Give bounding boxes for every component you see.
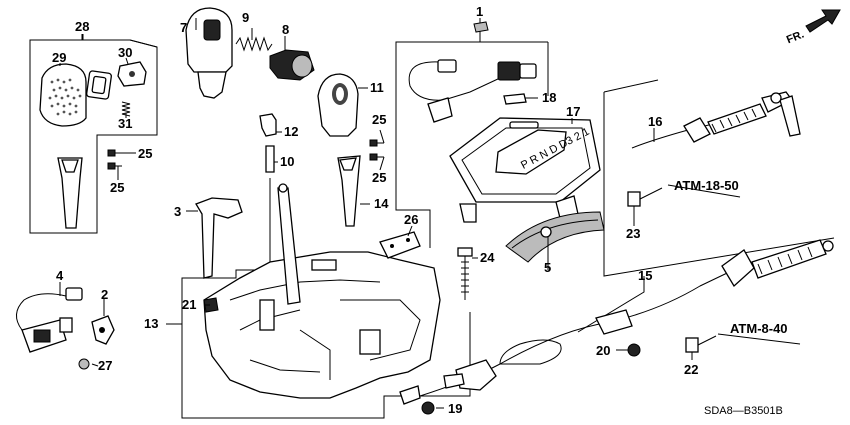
part-label-31: 31: [118, 116, 132, 131]
part-label-19: 19: [448, 401, 462, 416]
part-label-25-a: 25: [372, 112, 386, 127]
part-label-23: 23: [626, 226, 640, 241]
nut-19: [421, 401, 435, 415]
part-label-5: 5: [544, 260, 551, 275]
knob-lower-14: [337, 155, 361, 227]
part-label-28: 28: [75, 19, 89, 34]
bracket-3: [195, 197, 243, 279]
part-labels: 1 2 3 4 5 7 8 9 10 11 12 13 14 15 16 17 …: [52, 4, 698, 416]
screw-a: [369, 139, 384, 147]
knob-spring: [121, 101, 131, 117]
part-label-18: 18: [542, 90, 556, 105]
bolt-24: [457, 247, 473, 300]
shift-knob-body: [57, 157, 83, 229]
reference-atm-8-40: ATM-8-40: [730, 321, 788, 336]
shift-knob-textured: [39, 63, 87, 127]
part-label-22: 22: [684, 362, 698, 377]
part-label-20: 20: [596, 343, 610, 358]
knob-bezel: [86, 70, 112, 100]
screw-kit-b: [107, 162, 122, 170]
leader-lines: [59, 18, 801, 409]
part-label-13: 13: [144, 316, 158, 331]
clip-27: [78, 358, 90, 370]
nut-20: [627, 343, 641, 357]
cable-16: [631, 91, 801, 149]
indicator-panel: [449, 117, 601, 223]
part-label-26: 26: [404, 212, 418, 227]
part-label-21: 21: [182, 297, 196, 312]
part-label-9: 9: [242, 10, 249, 25]
switch-harness-4: [16, 287, 83, 353]
rod-10: [265, 145, 275, 173]
clip-18: [503, 93, 527, 105]
knob-button-8: [269, 49, 315, 81]
part-label-3: 3: [174, 204, 181, 219]
shifter-base: [181, 178, 471, 419]
part-label-25-c: 25: [138, 146, 152, 161]
part-label-25-d: 25: [110, 180, 124, 195]
part-label-7: 7: [180, 20, 187, 35]
clip-21: [203, 297, 219, 313]
part-label-1: 1: [476, 4, 483, 19]
shift-lever: [277, 183, 301, 305]
switch-2: [91, 315, 115, 345]
bracket-26: [379, 231, 421, 259]
slide-cover-5: [505, 211, 605, 263]
shift-knob-11: [317, 73, 359, 137]
part-label-27: 27: [98, 358, 112, 373]
part-label-8: 8: [282, 22, 289, 37]
bolt-22: [685, 335, 717, 353]
part-label-17: 17: [566, 104, 580, 119]
part-label-29: 29: [52, 50, 66, 65]
part-label-25-b: 25: [372, 170, 386, 185]
rod-12: [259, 113, 277, 137]
part-label-4: 4: [56, 268, 64, 283]
part-label-11: 11: [370, 80, 384, 95]
harness-frame: [395, 18, 549, 248]
bolt-23: [627, 187, 663, 207]
diagram-code: SDA8—B3501B: [704, 405, 783, 417]
front-direction-arrow: FR.: [785, 9, 841, 46]
part-label-24: 24: [480, 250, 495, 265]
spring-9: [235, 36, 273, 52]
cable-15: [399, 239, 834, 405]
cable-16-frame: [603, 79, 835, 277]
part-label-14: 14: [374, 196, 389, 211]
shift-knob-main: [185, 7, 233, 99]
knob-kit-frame: [29, 34, 158, 234]
part-label-10: 10: [280, 154, 294, 169]
grommet-1: [473, 21, 489, 33]
part-label-15: 15: [638, 268, 652, 283]
front-direction-label: FR.: [785, 28, 806, 46]
reference-atm-18-50: ATM-18-50: [674, 178, 739, 193]
screw-b: [369, 153, 384, 161]
knob-button: [117, 61, 147, 87]
screw-kit-a: [107, 149, 122, 157]
part-label-30: 30: [118, 45, 132, 60]
wire-harness: [408, 59, 537, 123]
part-label-2: 2: [101, 287, 108, 302]
part-label-16: 16: [648, 114, 662, 129]
part-label-12: 12: [284, 124, 298, 139]
